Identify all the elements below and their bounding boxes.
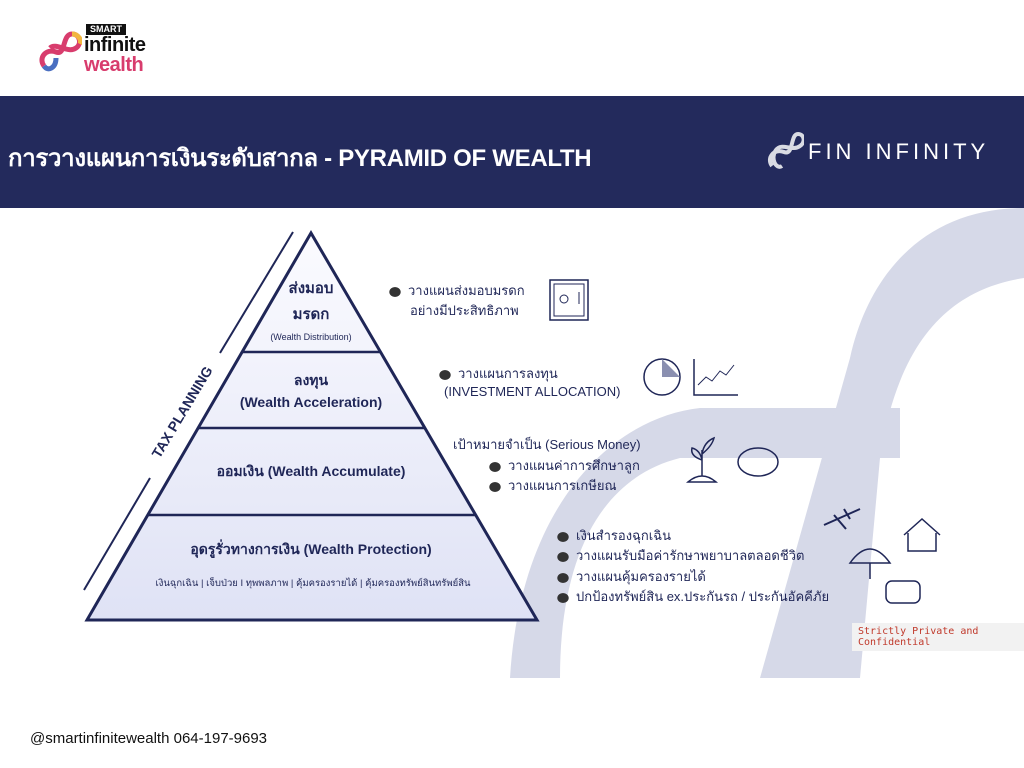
coins-icon [488, 480, 502, 493]
smart-infinite-wealth-logo: SMART infinite wealth [36, 24, 176, 78]
tier-acceleration-english: (Wealth Acceleration) [239, 394, 383, 410]
plant-piggybank-icons [686, 436, 779, 483]
note-item: วางแผนการเกษียณ [488, 475, 617, 496]
note-accumulate-heading: เป้าหมายจำเป็น (Serious Money) [453, 437, 641, 452]
tier-distribution-thai: ส่งมอบ [288, 280, 334, 297]
airplane-icon [823, 508, 861, 530]
logo-line1: infinite [84, 34, 146, 56]
line-chart-icon [693, 359, 738, 396]
tier-acceleration-thai: ลงทุน [293, 372, 329, 388]
note-item: วางแผนรับมือค่ารักษาพยาบาลตลอดชีวิต [556, 545, 804, 566]
note-text: (INVESTMENT ALLOCATION) [444, 384, 621, 399]
chart-icons [643, 358, 738, 396]
note-text: วางแผนส่งมอบมรดก [408, 283, 525, 298]
note-distribution: วางแผนส่งมอบมรดก [388, 280, 525, 301]
coins-icon [388, 285, 402, 298]
tier-distribution-english: (Wealth Distribution) [270, 332, 352, 342]
fin-infinity-logo-icon [767, 131, 804, 169]
confidential-label: Strictly Private and Confidential [852, 623, 1024, 651]
tier-protection-subtitle: เงินฉุกเฉิน | เจ็บป่วย I ทุพพลภาพ | คุ้ม… [155, 578, 471, 589]
note-text: อย่างมีประสิทธิภาพ [410, 303, 519, 318]
umbrella-icon [848, 548, 892, 579]
note-text: วางแผนคุ้มครองรายได้ [576, 569, 706, 584]
contact-info: @smartinfinitewealth 064-197-9693 [30, 730, 268, 747]
note-item: วางแผนค่าการศึกษาลูก [488, 455, 640, 476]
note-item: เงินสำรองฉุกเฉิน [556, 525, 671, 546]
tier-protection: อุดรูรั่วทางการเงิน (Wealth Protection) [190, 541, 432, 557]
note-text: ปกป้องทรัพย์สิน ex.ประกันรถ / ประกันอัคค… [576, 589, 830, 604]
tier-distribution-thai2: มรดก [292, 306, 330, 323]
logo-line2: wealth [84, 54, 144, 76]
note-acceleration: วางแผนการลงทุน [438, 363, 558, 384]
brand-name: FIN INFINITY [808, 139, 990, 164]
note-text: วางแผนค่าการศึกษาลูก [508, 458, 640, 473]
coins-icon [438, 368, 452, 381]
protection-icons [823, 508, 941, 604]
coins-icon [556, 571, 570, 584]
note-item: ปกป้องทรัพย์สิน ex.ประกันรถ / ประกันอัคค… [556, 586, 829, 607]
plant-icon [686, 436, 719, 483]
tax-planning-line [219, 231, 294, 354]
logo-badge: SMART [86, 24, 126, 35]
pyramid-outline [84, 230, 540, 622]
page-title: การวางแผนการเงินระดับสากล - PYRAMID OF W… [8, 145, 592, 172]
wealth-pyramid [83, 230, 540, 622]
note-item: วางแผนคุ้มครองรายได้ [556, 566, 706, 587]
note-text: เงินสำรองฉุกเฉิน [576, 528, 671, 543]
coins-icon [556, 591, 570, 604]
tax-planning-line [83, 477, 151, 591]
note-text: วางแผนการลงทุน [458, 366, 558, 381]
car-icon [885, 580, 921, 604]
fin-infinity-watermark [510, 208, 1024, 678]
coins-icon [556, 550, 570, 563]
tier-accumulate: ออมเงิน (Wealth Accumulate) [216, 463, 406, 479]
infinity-logo-icon [39, 31, 82, 72]
coins-icon [556, 530, 570, 543]
safe-icon [549, 279, 589, 321]
coins-icon [488, 460, 502, 473]
house-icon [903, 517, 941, 552]
note-text: วางแผนการเกษียณ [508, 478, 617, 493]
note-text: วางแผนรับมือค่ารักษาพยาบาลตลอดชีวิต [576, 548, 805, 563]
piggy-bank-icon [737, 447, 779, 477]
title-banner [0, 96, 1024, 208]
